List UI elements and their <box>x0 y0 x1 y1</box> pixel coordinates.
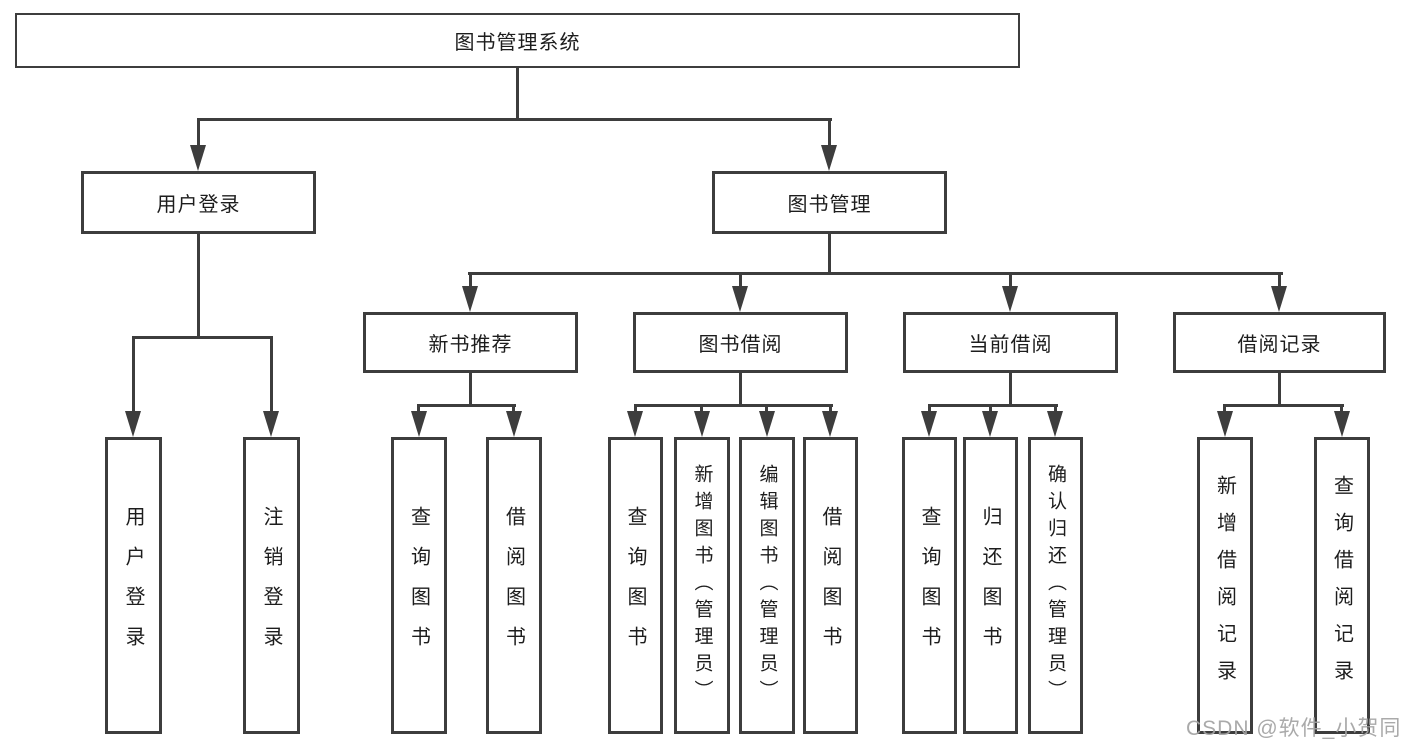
leaf-label: 查询图书 <box>407 505 430 666</box>
leaf-label: 借阅图书 <box>819 505 841 666</box>
leaf-query-books-borrowing: 查询图书 <box>608 437 663 734</box>
connector-records-down <box>1278 373 1281 407</box>
connector-level3-stem <box>1278 274 1281 288</box>
connector-leaf-stem <box>270 338 273 411</box>
connector-level1-branch <box>197 118 832 121</box>
leaf-label: 新增图书（管理员） <box>691 464 713 707</box>
node-book-borrowing: 图书借阅 <box>633 312 848 373</box>
arrow-down-icon <box>1217 411 1233 437</box>
leaf-add-borrow-record: 新增借阅记录 <box>1197 437 1253 734</box>
leaf-borrow-books-recommend: 借阅图书 <box>486 437 542 734</box>
connector-records-branch <box>1223 404 1344 407</box>
connector-leaf-stem <box>634 406 637 413</box>
arrow-down-icon <box>125 411 141 437</box>
connector-leaf-stem <box>700 406 703 413</box>
connector-book-mgmt-stem <box>828 120 831 147</box>
arrow-down-icon <box>1334 411 1350 437</box>
leaf-label: 查询图书 <box>918 505 940 666</box>
node-new-book-recommend: 新书推荐 <box>363 312 578 373</box>
connector-recommend-branch <box>417 404 516 407</box>
connector-level2-branch <box>468 272 1283 275</box>
arrow-down-icon <box>190 145 206 171</box>
leaf-edit-book-admin: 编辑图书（管理员） <box>739 437 795 734</box>
connector-borrowing-down <box>739 373 742 407</box>
leaf-user-login: 用户登录 <box>105 437 162 734</box>
arrow-down-icon <box>506 411 522 437</box>
node-book-management: 图书管理 <box>712 171 947 234</box>
connector-leaf-stem <box>989 406 992 413</box>
leaf-label: 借阅图书 <box>502 505 525 666</box>
connector-root-stem <box>516 68 519 121</box>
connector-leaf-stem <box>1054 406 1057 413</box>
arrow-down-icon <box>1047 411 1063 437</box>
leaf-label: 新增借阅记录 <box>1213 474 1236 697</box>
arrow-down-icon <box>263 411 279 437</box>
leaf-borrow-books-borrowing: 借阅图书 <box>803 437 858 734</box>
connector-leaf-stem <box>132 338 135 411</box>
connector-leaf-stem <box>512 406 515 413</box>
connector-recommend-down <box>469 373 472 407</box>
leaf-label: 查询图书 <box>624 505 646 666</box>
leaf-confirm-return-admin: 确认归还（管理员） <box>1028 437 1083 734</box>
node-label: 当前借阅 <box>968 334 1053 356</box>
connector-book-mgmt-down <box>828 234 831 275</box>
leaf-query-books-recommend: 查询图书 <box>391 437 447 734</box>
arrow-down-icon <box>627 411 643 437</box>
node-label: 借阅记录 <box>1237 334 1322 356</box>
leaf-logout: 注销登录 <box>243 437 300 734</box>
node-borrow-records: 借阅记录 <box>1173 312 1386 373</box>
connector-leaf-stem <box>1340 406 1343 413</box>
connector-current-down <box>1009 373 1012 407</box>
arrow-down-icon <box>759 411 775 437</box>
connector-level3-stem <box>469 274 472 288</box>
arrow-down-icon <box>411 411 427 437</box>
node-label: 用户登录 <box>156 194 241 216</box>
connector-user-login-stem <box>197 120 200 147</box>
leaf-add-book-admin: 新增图书（管理员） <box>674 437 730 734</box>
connector-level3-stem <box>739 274 742 288</box>
leaf-return-books: 归还图书 <box>963 437 1018 734</box>
arrow-down-icon <box>1271 286 1287 312</box>
connector-current-branch <box>928 404 1058 407</box>
arrow-down-icon <box>921 411 937 437</box>
leaf-label: 归还图书 <box>979 505 1001 666</box>
connector-leaf-stem <box>928 406 931 413</box>
arrow-down-icon <box>822 411 838 437</box>
connector-user-login-down <box>197 234 200 339</box>
connector-leaf-stem <box>765 406 768 413</box>
leaf-label: 用户登录 <box>122 505 144 666</box>
arrow-down-icon <box>821 145 837 171</box>
node-label: 图书管理 <box>787 194 872 216</box>
node-label: 图书借阅 <box>698 334 783 356</box>
connector-leaf-stem <box>1223 406 1226 413</box>
connector-user-login-branch <box>132 336 273 339</box>
arrow-down-icon <box>982 411 998 437</box>
node-label: 新书推荐 <box>428 334 513 356</box>
node-current-borrowing: 当前借阅 <box>903 312 1118 373</box>
connector-borrowing-branch <box>634 404 833 407</box>
arrow-down-icon <box>462 286 478 312</box>
leaf-query-books-current: 查询图书 <box>902 437 957 734</box>
node-label: 图书管理系统 <box>454 32 581 54</box>
leaf-label: 查询借阅记录 <box>1330 474 1353 697</box>
arrow-down-icon <box>732 286 748 312</box>
connector-leaf-stem <box>829 406 832 413</box>
leaf-query-borrow-record: 查询借阅记录 <box>1314 437 1370 734</box>
node-library-management-system: 图书管理系统 <box>15 13 1020 68</box>
csdn-watermark: CSDN @软件_小贺同学 <box>1186 717 1402 740</box>
leaf-label: 确认归还（管理员） <box>1045 464 1066 707</box>
leaf-label: 编辑图书（管理员） <box>756 464 778 707</box>
leaf-label: 注销登录 <box>260 505 282 666</box>
connector-level3-stem <box>1009 274 1012 288</box>
arrow-down-icon <box>1002 286 1018 312</box>
connector-leaf-stem <box>417 406 420 413</box>
arrow-down-icon <box>694 411 710 437</box>
node-user-login: 用户登录 <box>81 171 316 234</box>
